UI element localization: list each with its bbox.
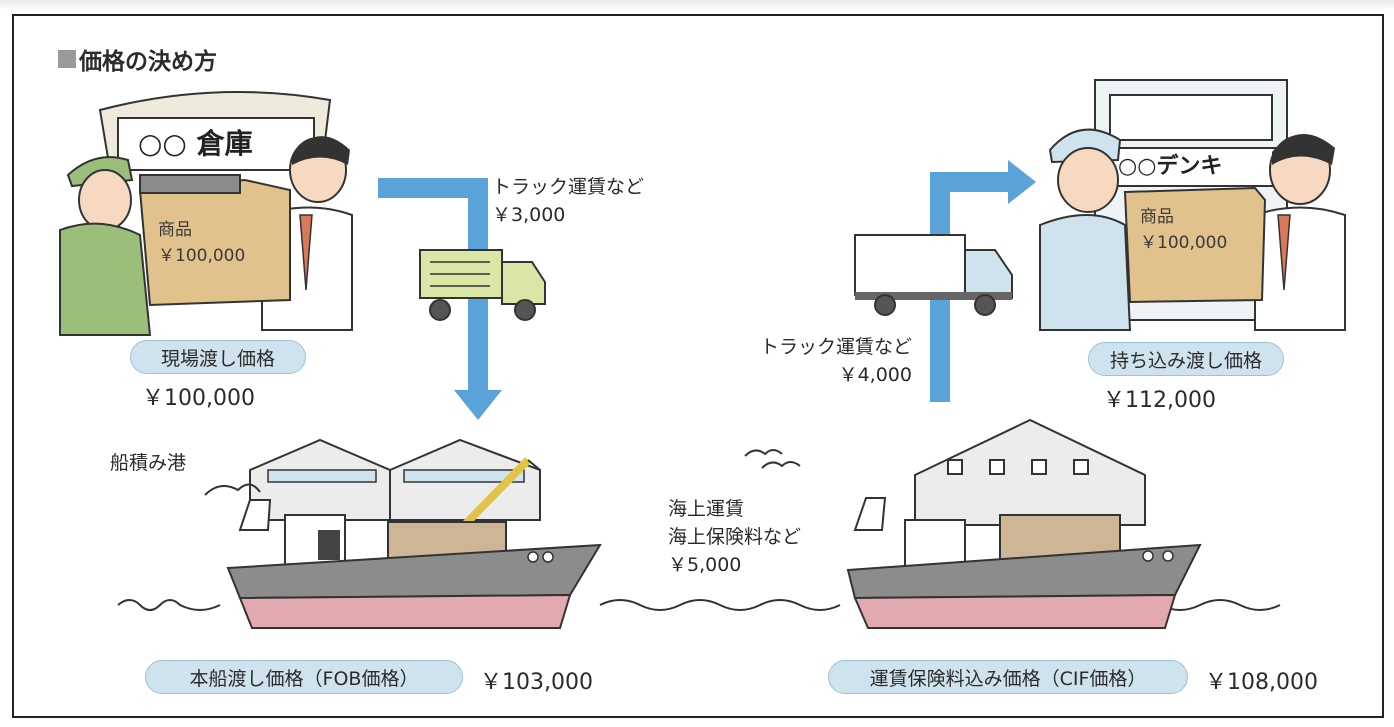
- arrow-port-to-store: [930, 160, 1036, 402]
- truck-fee-1-label: トラック運賃など: [492, 176, 645, 198]
- loading-port-label: 船積み港: [110, 452, 187, 474]
- seagulls-illustration: [744, 449, 801, 469]
- badge-cif: 運賃保険料込み価格（CIF価格）: [828, 660, 1188, 694]
- scan-top-strip: [0, 0, 1394, 10]
- truck-icon-2: [854, 234, 1013, 316]
- price-fob: ￥103,000: [480, 670, 593, 695]
- left-box-label: 商品: [158, 220, 192, 240]
- price-cif: ￥108,000: [1205, 670, 1318, 695]
- store-sign-text: ○○デンキ: [1118, 154, 1223, 179]
- right-box-label: 商品: [1140, 207, 1174, 227]
- ship-cif-illustration: [846, 497, 1202, 629]
- worker-cap-illustration: [1039, 128, 1132, 331]
- figure-title: 価格の決め方: [58, 42, 217, 76]
- sea-insurance-label: 海上保険料など: [668, 526, 802, 548]
- arrow-warehouse-to-port: [378, 178, 502, 420]
- badge-fob: 本船渡し価格（FOB価格）: [145, 660, 463, 694]
- port-warehouse-illustration: [249, 438, 541, 521]
- truck-icon-1: [419, 249, 546, 321]
- cif-warehouse-illustration: [914, 418, 1146, 526]
- sea-freight-label: 海上運賃: [668, 498, 745, 520]
- truck-fee-1-amount: ￥3,000: [492, 204, 566, 226]
- title-square-icon: [58, 50, 76, 68]
- badge-ex-works: 現場渡し価格: [130, 340, 306, 374]
- price-delivered: ￥112,000: [1103, 388, 1216, 413]
- truck-fee-2-label: トラック運賃など: [759, 336, 912, 358]
- goods-box-right: [1123, 186, 1267, 304]
- goods-box-left: [138, 174, 291, 307]
- badge-delivered: 持ち込み渡し価格: [1088, 342, 1284, 376]
- ship-fob-illustration: [226, 499, 602, 629]
- smoke-puff: [204, 483, 261, 496]
- right-box-price: ￥100,000: [1140, 233, 1228, 253]
- worker-green-illustration: [59, 156, 152, 336]
- left-box-price: ￥100,000: [158, 246, 246, 266]
- customer-suit-illustration: [1254, 133, 1346, 331]
- truck-fee-2-amount: ￥4,000: [838, 364, 912, 386]
- warehouse-illustration: [98, 91, 332, 172]
- price-ex-works: ￥100,000: [142, 386, 255, 411]
- sea-fee-amount: ￥5,000: [668, 554, 742, 576]
- warehouse-sign-text: ○○ 倉庫: [138, 127, 253, 160]
- figure-title-text: 価格の決め方: [79, 49, 217, 75]
